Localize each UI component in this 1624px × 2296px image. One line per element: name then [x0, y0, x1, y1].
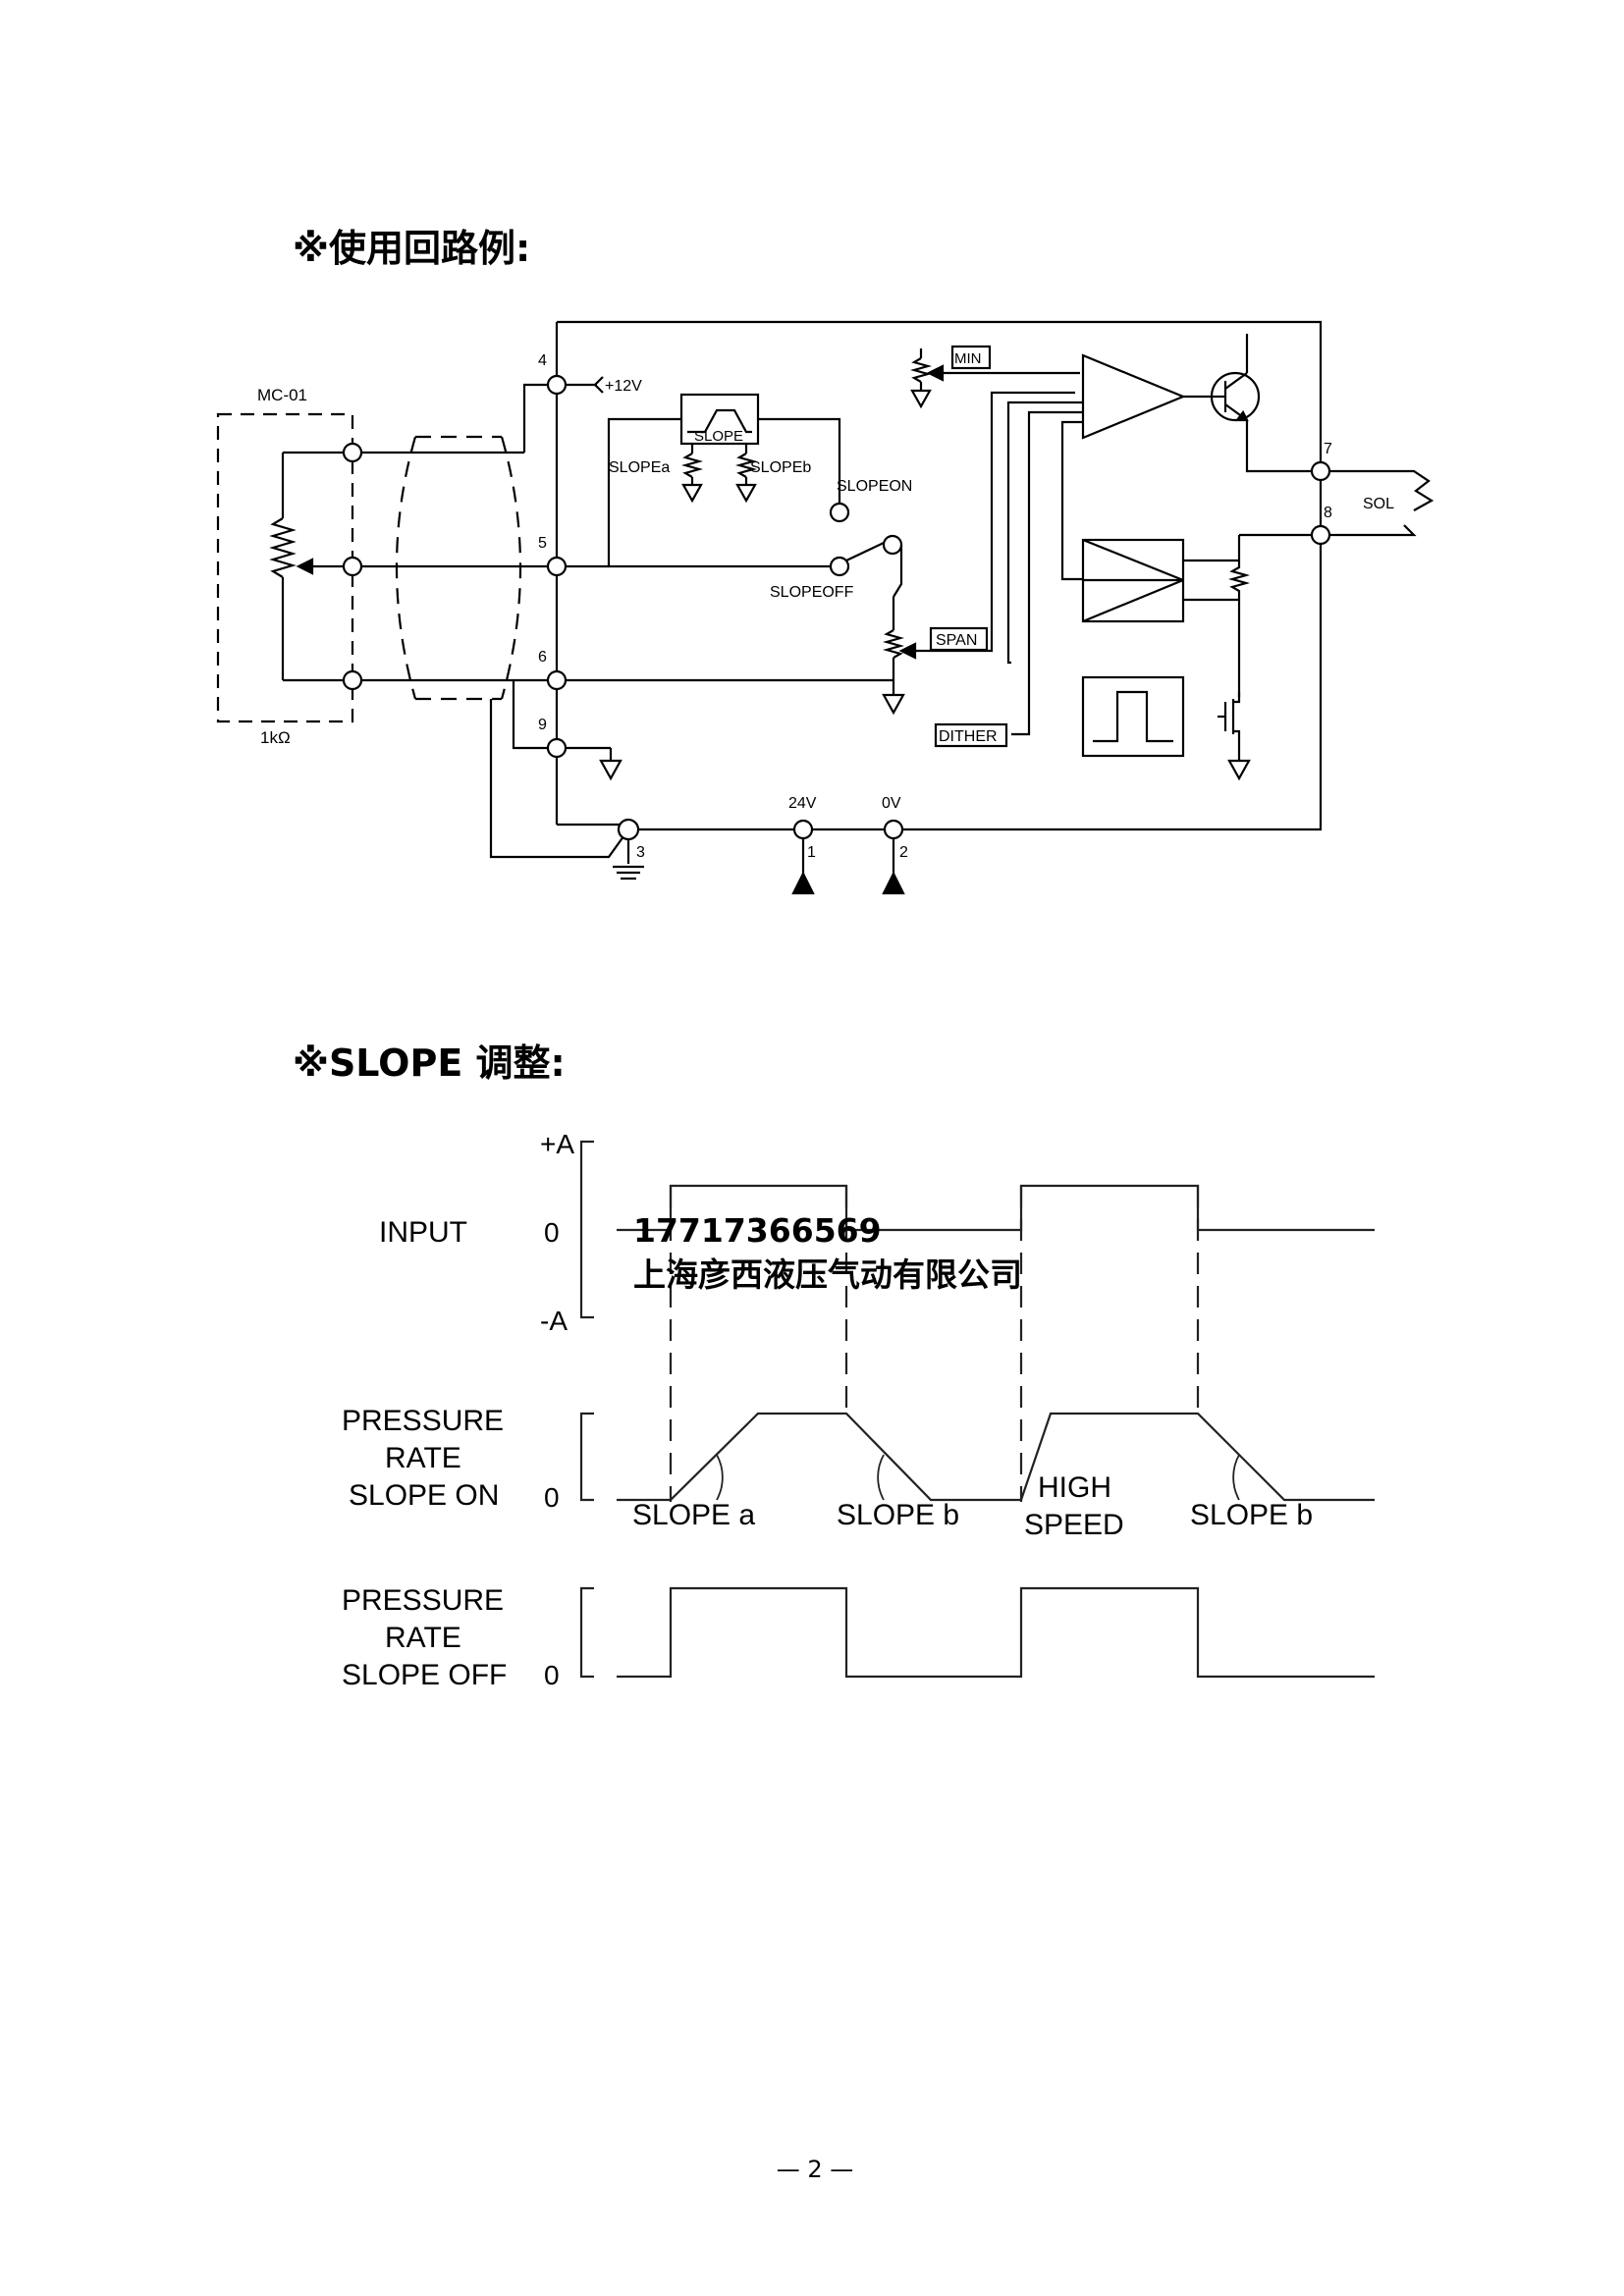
slope-b-label-2: SLOPE b: [1190, 1499, 1313, 1531]
slope-on-axis: [579, 1412, 594, 1502]
terminal-1: 1: [807, 844, 816, 861]
slope-adjust-heading: ※SLOPE 调整:: [293, 1041, 566, 1085]
slope-off-label: SLOPE OFF: [342, 1659, 507, 1691]
terminal-8: 8: [1324, 505, 1332, 521]
slope-on-zero: 0: [544, 1482, 560, 1513]
watermark-phone: 17717366569: [633, 1211, 882, 1250]
v24-label: 24V: [788, 795, 817, 812]
input-axis: [579, 1140, 594, 1319]
min-label: MIN: [954, 350, 982, 367]
v0-label: 0V: [882, 795, 901, 812]
res-1k-label: 1kΩ: [260, 728, 291, 747]
input-waveform: [617, 1184, 1375, 1232]
slopeb-label: SLOPEb: [750, 459, 811, 476]
span-box: [929, 626, 989, 652]
terminal-9: 9: [538, 717, 547, 733]
span-label: SPAN: [936, 632, 977, 649]
slope-off-zero: 0: [544, 1660, 560, 1690]
amplifier: [1081, 353, 1186, 440]
terminal-2: 2: [899, 844, 908, 861]
slopeoff-label: SLOPEOFF: [770, 584, 854, 601]
slope-b-label-1: SLOPE b: [837, 1499, 959, 1531]
slope-on-label: SLOPE ON: [349, 1479, 499, 1512]
min-box: [950, 345, 992, 370]
page-number: — 2 —: [776, 2156, 854, 2183]
speed-label: SPEED: [1024, 1509, 1124, 1541]
high-label: HIGH: [1038, 1471, 1111, 1504]
slope-off-axis: [579, 1586, 594, 1679]
dither-box: [934, 722, 1008, 748]
sol-label: SOL: [1363, 496, 1394, 512]
slope-on-pressure: PRESSURE: [342, 1405, 504, 1437]
circuit-example-heading: ※使用回路例:: [293, 227, 531, 270]
slope-off-pressure: PRESSURE: [342, 1584, 504, 1617]
watermark-company: 上海彦西液压气动有限公司: [633, 1255, 1022, 1294]
terminal-3: 3: [636, 844, 645, 861]
terminal-4: 4: [538, 352, 547, 369]
slope-on-rate: RATE: [385, 1442, 461, 1474]
terminal-7: 7: [1324, 441, 1332, 457]
input-minus-a: -A: [540, 1306, 568, 1336]
slopeon-label: SLOPEON: [837, 478, 912, 495]
cable-shield: [395, 436, 417, 700]
dither-oscillator: [1081, 675, 1185, 758]
mc01-label: MC-01: [257, 386, 307, 404]
slope-off-waveform: [617, 1586, 1375, 1679]
input-zero: 0: [544, 1217, 560, 1248]
slope-off-rate: RATE: [385, 1622, 461, 1654]
input-label: INPUT: [379, 1216, 467, 1249]
dither-label: DITHER: [939, 728, 998, 745]
slope-a-label: SLOPE a: [632, 1499, 755, 1531]
slopea-label: SLOPEa: [609, 459, 670, 476]
mc01-box: [216, 412, 354, 723]
terminal-5: 5: [538, 535, 547, 552]
slope-on-waveform: [617, 1412, 1375, 1502]
slope-label: SLOPE: [694, 428, 743, 445]
terminal-6: 6: [538, 649, 547, 666]
mc01-resistor: [269, 517, 297, 578]
v12-label: +12V: [605, 378, 642, 395]
board-outline: [557, 320, 1323, 831]
input-plus-a: +A: [540, 1129, 574, 1159]
